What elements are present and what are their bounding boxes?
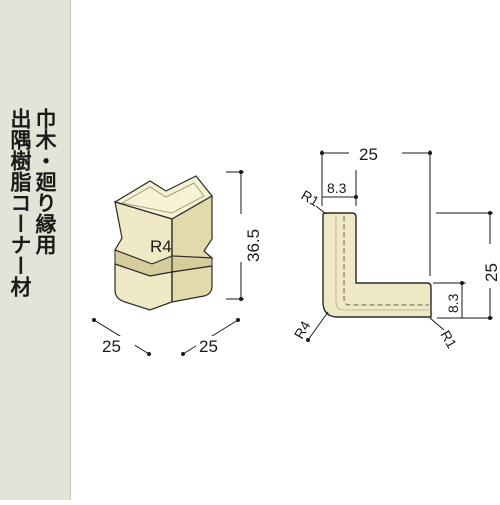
corner-piece-lower-right	[171, 265, 213, 303]
corner-piece-top-inner	[120, 182, 205, 214]
perspective-height-label: 36.5	[244, 229, 263, 262]
section-radius-bottom-right-label: R1	[437, 328, 460, 352]
section-top-small-label: 8.3	[327, 180, 347, 196]
section-radius-top-left-label: R1	[299, 187, 323, 210]
title-line-2: 出隅樹脂コーナー材	[8, 108, 31, 297]
title-sidebar: 巾木・廻り縁用 出隅樹脂コーナー材	[0, 0, 71, 500]
title-line-1: 巾木・廻り縁用	[33, 108, 56, 255]
product-drawing: R4 36.5 25 25 25	[70, 0, 500, 500]
section-height-label: 25	[482, 263, 500, 282]
drawing-canvas: R4 36.5 25 25 25	[92, 145, 500, 356]
perspective-view: R4 36.5 25 25	[92, 170, 263, 356]
perspective-radius-label: R4	[150, 237, 172, 256]
perspective-width-left-label: 25	[102, 337, 121, 356]
section-right-small-label: 8.3	[445, 293, 461, 313]
perspective-width-right-label: 25	[199, 337, 218, 356]
section-profile	[322, 212, 432, 318]
section-inner-dashed-line	[343, 216, 429, 306]
section-radius-bottom-left-label: R4	[291, 318, 314, 342]
section-width-label: 25	[359, 145, 378, 164]
section-view: 25 8.3 25 8.3 R1 R1 R4	[291, 145, 500, 351]
